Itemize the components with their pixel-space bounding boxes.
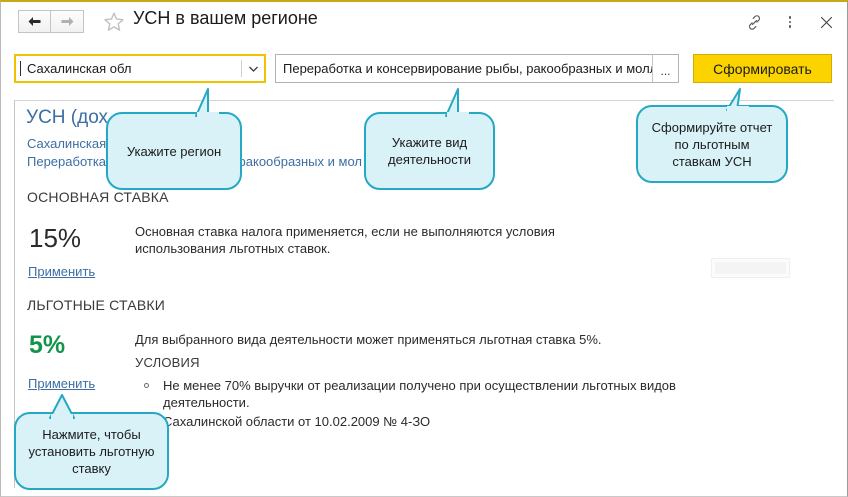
benefit-rate-heading: ЛЬГОТНЫЕ СТАВКИ (27, 297, 165, 313)
conditions-list: Не менее 70% выручки от реализации получ… (141, 377, 751, 411)
content-subtitle-region: Сахалинская (27, 136, 107, 151)
condition-text: Не менее 70% выручки от реализации получ… (163, 378, 676, 410)
activity-picker-button[interactable]: ... (652, 55, 678, 82)
callout-activity-text: Укажите вид деятельности (388, 134, 471, 168)
callout-report-line2: по льготным (674, 136, 750, 152)
bullet-icon (144, 383, 149, 388)
region-select[interactable]: Сахалинская обл (14, 54, 266, 83)
forward-arrow-icon (60, 16, 75, 27)
region-separator (241, 60, 242, 77)
list-item: Не менее 70% выручки от реализации получ… (141, 377, 751, 411)
favorite-button[interactable] (102, 10, 126, 34)
callout-report: Сформируйте отчет по льготным ставкам УС… (636, 105, 788, 183)
callout-apply-line1: Нажмите, чтобы (42, 426, 141, 442)
placeholder-box (711, 258, 790, 278)
apply-benefit-rate-link[interactable]: Применить (28, 376, 96, 391)
generate-report-button[interactable]: Сформировать (693, 54, 832, 83)
callout-report-text: Сформируйте отчет по льготным ставкам УС… (652, 119, 773, 170)
callout-report-line3: ставкам УСН (672, 153, 752, 169)
more-vertical-icon[interactable] (779, 11, 801, 33)
conditions-heading: УСЛОВИЯ (135, 355, 200, 370)
callout-apply-line2: установить льготную (28, 443, 155, 459)
title-bar-actions (743, 11, 837, 33)
chevron-down-icon[interactable] (242, 56, 264, 81)
callout-region: Укажите регион (106, 112, 242, 190)
page-title: УСН в вашем регионе (133, 8, 318, 28)
main-rate-heading: ОСНОВНАЯ СТАВКА (27, 189, 169, 205)
content-subtitle-activity: Переработка , ракообразных и мол (27, 154, 362, 169)
callout-apply: Нажмите, чтобы установить льготную ставк… (14, 412, 169, 490)
main-rate-value: 15% (29, 223, 82, 253)
apply-main-rate-link[interactable]: Применить (28, 264, 96, 279)
callout-activity: Укажите вид деятельности (364, 112, 495, 190)
callout-region-tail (194, 88, 222, 118)
subtitle-activity-right: , ракообразных и мол (231, 154, 362, 169)
link-icon[interactable] (743, 11, 765, 33)
main-rate-description: Основная ставка налога применяется, если… (135, 224, 555, 256)
more-dots (788, 16, 792, 28)
callout-report-tail (724, 88, 752, 112)
callout-activity-tail (444, 88, 472, 118)
star-icon (102, 12, 126, 38)
subtitle-activity-left: Переработка (27, 154, 107, 169)
activity-input-value[interactable]: Переработка и консервирование рыбы, рако… (283, 61, 652, 76)
navigation-buttons (18, 10, 84, 33)
forward-button[interactable] (51, 10, 84, 33)
close-icon[interactable] (815, 11, 837, 33)
callout-activity-line1: Укажите вид (391, 135, 468, 150)
back-arrow-icon (27, 16, 42, 27)
activity-select[interactable]: Переработка и консервирование рыбы, рако… (275, 54, 679, 83)
callout-activity-line2: деятельности (388, 152, 471, 167)
callout-apply-tail (47, 394, 77, 420)
content-title: УСН (дох (26, 107, 109, 128)
region-input-value[interactable]: Сахалинская обл (20, 61, 241, 76)
callout-apply-text: Нажмите, чтобы установить льготную ставк… (29, 426, 155, 477)
filter-toolbar: Сахалинская обл Переработка и консервиро… (1, 44, 847, 92)
callout-apply-line3: ставку (72, 460, 111, 476)
title-bar: УСН в вашем регионе (1, 2, 847, 42)
benefit-rate-value: 5% (29, 331, 66, 359)
benefit-rate-description: Для выбранного вида деятельности может п… (135, 332, 602, 347)
callout-report-line1: Сформируйте отчет (651, 119, 773, 135)
law-reference: Сахалинской области от 10.02.2009 № 4-ЗО (163, 414, 431, 429)
back-button[interactable] (18, 10, 51, 33)
